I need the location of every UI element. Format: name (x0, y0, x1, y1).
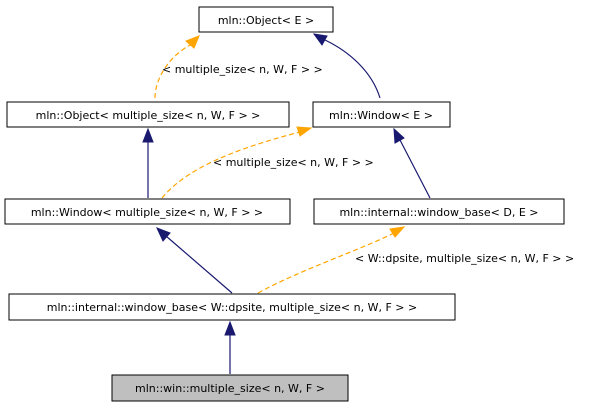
node-window-base-dpsite[interactable]: mln::internal::window_base< W::dpsite, m… (8, 293, 456, 321)
node-window-e[interactable]: mln::Window< E > (312, 101, 451, 128)
edge-window-base-dpsite-inherits-window-ms-arrowhead (156, 227, 171, 242)
edge-window-base-template (257, 232, 395, 294)
edge-label-object-template: < multiple_size< n, W, F > > (162, 63, 323, 76)
edge-window-base-de-inherits-window-e-arrowhead (393, 127, 405, 144)
node-object-e[interactable]: mln::Object< E > (198, 6, 334, 33)
edge-window-template-arrowhead (296, 126, 313, 137)
node-window-multiple-size-label: mln::Window< multiple_size< n, W, F > > (31, 206, 263, 219)
node-window-base-de-label: mln::internal::window_base< D, E > (339, 206, 538, 219)
edge-window-base-dpsite-inherits-window-ms (165, 235, 233, 294)
node-multiple-size-current[interactable]: mln::win::multiple_size< n, W, F > (111, 374, 349, 402)
edge-window-base-de-inherits-window-e (399, 139, 431, 199)
node-window-multiple-size[interactable]: mln::Window< multiple_size< n, W, F > > (4, 198, 291, 225)
node-object-e-label: mln::Object< E > (218, 14, 314, 27)
edge-window-ms-inherits-object-ms-arrowhead (142, 127, 154, 143)
node-window-base-de[interactable]: mln::internal::window_base< D, E > (313, 198, 565, 225)
edge-object-template-arrowhead (185, 35, 200, 49)
edge-label-window-template: < multiple_size< n, W, F > > (213, 156, 374, 169)
edge-multiple-size-inherits-window-base-dpsite-arrowhead (224, 320, 236, 336)
edge-window-e-inherits-object (324, 39, 381, 99)
node-window-base-dpsite-label: mln::internal::window_base< W::dpsite, m… (47, 301, 417, 314)
node-multiple-size-label: mln::win::multiple_size< n, W, F > (135, 382, 325, 395)
edge-window-e-inherits-object-arrowhead (312, 33, 328, 46)
node-window-e-label: mln::Window< E > (329, 109, 433, 122)
edge-window-template (161, 131, 301, 199)
edge-window-base-template-arrowhead (389, 226, 406, 238)
node-object-multiple-size[interactable]: mln::Object< multiple_size< n, W, F > > (6, 101, 290, 128)
node-object-multiple-size-label: mln::Object< multiple_size< n, W, F > > (36, 109, 261, 122)
edge-label-window-base-template: < W::dpsite, multiple_size< n, W, F > > (355, 252, 574, 265)
edge-object-template (154, 43, 193, 99)
